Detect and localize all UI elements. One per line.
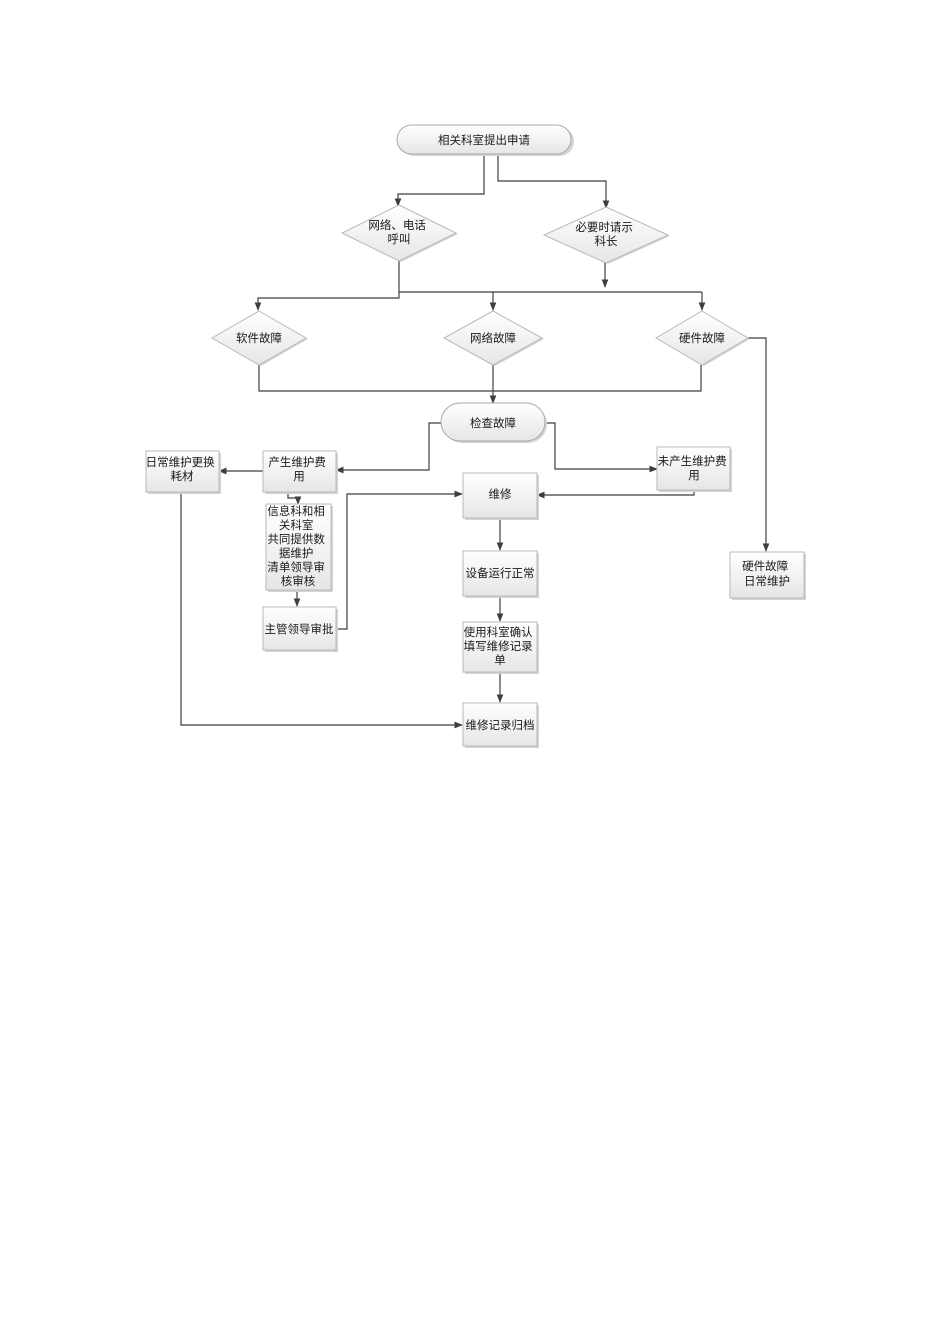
svg-text:相关科室提出申请: 相关科室提出申请 bbox=[438, 133, 530, 147]
node-software: 软件故障 bbox=[210, 310, 308, 366]
edges bbox=[180, 154, 770, 729]
node-network-label: 网络故障 bbox=[470, 331, 516, 345]
node-check: 检查故障 bbox=[440, 402, 547, 443]
node-fee-label-1: 产生维护费 bbox=[268, 455, 326, 469]
node-chief: 必要时请示 科长 bbox=[542, 206, 670, 264]
node-confirm-label-2: 填写维修记录 bbox=[464, 639, 533, 653]
node-list-label-2: 关科室 bbox=[279, 518, 314, 532]
node-list-label-5: 清单领导审 bbox=[267, 560, 325, 574]
node-consumable-label-2: 耗材 bbox=[171, 469, 194, 483]
node-list-label-3: 共同提供数 bbox=[267, 532, 325, 546]
edge-check-to-fee bbox=[335, 422, 441, 474]
svg-text:软件故障: 软件故障 bbox=[236, 331, 282, 345]
edge-apply-to-chief bbox=[497, 154, 610, 209]
svg-text:设备运行正常: 设备运行正常 bbox=[466, 566, 535, 580]
edge-fee-to-list bbox=[287, 492, 302, 505]
svg-text:产生维护费 用: 产生维护费 用 bbox=[268, 455, 329, 483]
edge-consumable-to-archive bbox=[180, 492, 463, 729]
node-hwdaily-label-1: 硬件故障 bbox=[742, 559, 788, 573]
svg-text:维修记录归档: 维修记录归档 bbox=[466, 718, 535, 732]
node-repair-label: 维修 bbox=[489, 487, 512, 501]
node-hwdaily: 硬件故障 日常维护 bbox=[729, 551, 806, 600]
svg-text:使用科室确认 填写维修记录: 使用科室确认 填写维修记录 单 bbox=[464, 625, 537, 667]
node-nofee-label-1: 未产生维护费 bbox=[658, 454, 727, 468]
node-list-label-6: 核审核 bbox=[281, 574, 316, 588]
edge-apply-to-call bbox=[394, 154, 485, 207]
node-normal-label: 设备运行正常 bbox=[466, 566, 535, 580]
node-apply-label: 相关科室提出申请 bbox=[438, 133, 530, 147]
node-consumable-label-1: 日常维护更换 bbox=[146, 455, 215, 469]
edge-approve-to-repair bbox=[336, 490, 463, 630]
node-call-label-1: 网络、电话 bbox=[368, 218, 426, 232]
node-repair: 维修 bbox=[462, 472, 539, 520]
edge-check-to-nofee bbox=[545, 422, 658, 473]
nodes: 相关科室提出申请 网络、电话 呼叫 必要时请示 科长 软件故障 bbox=[145, 124, 806, 748]
node-fee: 产生维护费 用 bbox=[262, 450, 338, 494]
node-network: 网络故障 bbox=[442, 310, 544, 366]
node-confirm: 使用科室确认 填写维修记录 单 bbox=[462, 621, 539, 674]
node-list: 信息科和相 关科室 共同提供数 据维护 清单领导审 核审核 bbox=[265, 503, 333, 592]
node-hwdaily-label-2: 日常维护 bbox=[744, 574, 790, 588]
edge-hardware-to-hwdaily bbox=[748, 337, 770, 552]
node-list-label-1: 信息科和相 bbox=[267, 504, 325, 518]
node-nofee-label-2: 用 bbox=[688, 468, 700, 482]
svg-text:硬件故障 日常维护: 硬件故障 日常维护 bbox=[742, 559, 792, 588]
node-software-label: 软件故障 bbox=[236, 331, 282, 345]
node-confirm-label-3: 单 bbox=[494, 653, 506, 667]
node-hardware-label: 硬件故障 bbox=[679, 331, 725, 345]
node-hardware: 硬件故障 bbox=[655, 310, 750, 366]
node-approve: 主管领导审批 bbox=[262, 606, 338, 652]
svg-text:日常维护更换 耗材: 日常维护更换 耗材 bbox=[146, 455, 219, 483]
svg-text:网络、电话 呼叫: 网络、电话 呼叫 bbox=[368, 218, 429, 246]
node-normal: 设备运行正常 bbox=[462, 550, 539, 598]
edge-call-to-software bbox=[254, 260, 400, 311]
svg-text:维修: 维修 bbox=[489, 487, 512, 501]
node-check-label: 检查故障 bbox=[470, 416, 516, 430]
node-approve-label: 主管领导审批 bbox=[265, 622, 334, 636]
node-consumable: 日常维护更换 耗材 bbox=[145, 450, 221, 494]
svg-text:信息科和相 关科室 共同提供: 信息科和相 关科室 共同提供数 据维护 清单领导审 核审核 bbox=[267, 504, 328, 588]
node-call-label-2: 呼叫 bbox=[388, 232, 411, 246]
svg-text:主管领导审批: 主管领导审批 bbox=[265, 622, 334, 636]
node-apply: 相关科室提出申请 bbox=[396, 124, 574, 156]
svg-text:未产生维护费 用: 未产生维护费 用 bbox=[658, 454, 731, 482]
node-fee-label-2: 用 bbox=[293, 469, 305, 483]
edge-software-to-merge bbox=[258, 365, 702, 392]
node-archive-label: 维修记录归档 bbox=[466, 718, 535, 732]
svg-text:网络故障: 网络故障 bbox=[470, 331, 516, 345]
node-list-label-4: 据维护 bbox=[279, 546, 314, 560]
node-nofee: 未产生维护费 用 bbox=[656, 446, 732, 492]
svg-text:必要时请示 科长: 必要时请示 科长 bbox=[575, 220, 636, 248]
node-call: 网络、电话 呼叫 bbox=[340, 204, 458, 262]
node-confirm-label-1: 使用科室确认 bbox=[464, 625, 533, 639]
node-chief-label-2: 科长 bbox=[595, 234, 618, 248]
node-archive: 维修记录归档 bbox=[462, 702, 539, 748]
svg-text:检查故障: 检查故障 bbox=[470, 416, 516, 430]
svg-text:硬件故障: 硬件故障 bbox=[679, 331, 725, 345]
node-chief-label-1: 必要时请示 bbox=[575, 220, 633, 234]
